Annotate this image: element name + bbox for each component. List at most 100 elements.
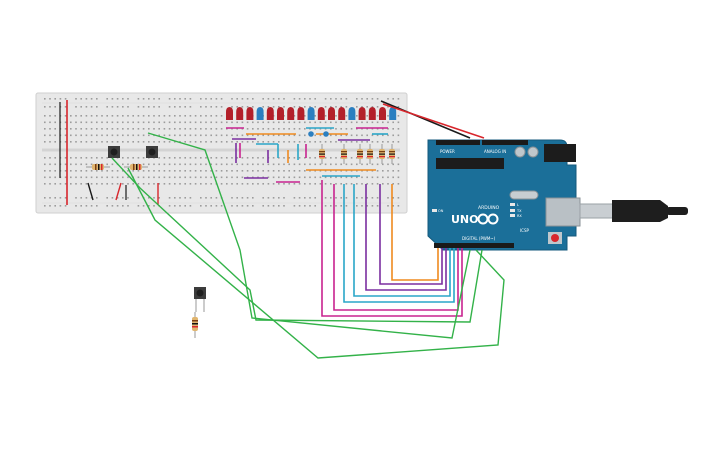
breadboard-hole (96, 115, 98, 117)
breadboard-hole (153, 128, 155, 130)
led-6[interactable] (277, 107, 284, 120)
led-13[interactable] (348, 107, 356, 120)
breadboard-hole (205, 197, 207, 199)
breadboard-hole (309, 98, 311, 100)
breadboard-hole (44, 141, 46, 143)
breadboard-hole (158, 176, 160, 179)
breadboard-hole (168, 134, 171, 137)
breadboard[interactable] (35, 92, 408, 214)
breadboard-hole (298, 141, 301, 143)
breadboard-hole (387, 163, 389, 166)
led-5[interactable] (266, 107, 274, 120)
breadboard-hole (293, 106, 296, 108)
breadboard-hole (382, 141, 384, 143)
loose-pushbutton[interactable] (194, 287, 206, 312)
breadboard-hole (397, 141, 400, 143)
breadboard-hole (371, 134, 374, 137)
led-10[interactable] (317, 107, 325, 120)
breadboard-hole (179, 205, 181, 207)
breadboard-hole (64, 176, 67, 179)
breadboard-hole (148, 197, 150, 199)
led-11[interactable] (328, 107, 335, 120)
breadboard-hole (70, 183, 72, 185)
breadboard-hole (231, 121, 233, 124)
breadboard-hole (205, 98, 207, 100)
breadboard-hole (283, 121, 285, 124)
breadboard-hole (137, 121, 140, 124)
on-label: ON (438, 209, 444, 213)
breadboard-hole (148, 170, 150, 172)
breadboard-hole (85, 205, 88, 207)
led-9[interactable] (307, 107, 315, 120)
led-16[interactable] (379, 107, 386, 120)
breadboard-hole (137, 134, 140, 137)
breadboard-hole (231, 134, 233, 137)
breadboard-hole (345, 205, 348, 207)
breadboard-hole (387, 106, 389, 108)
breadboard-hole (371, 163, 374, 166)
breadboard-hole (309, 163, 311, 166)
pushbutton-2[interactable] (146, 146, 158, 158)
breadboard-hole (366, 121, 368, 124)
breadboard-hole (44, 176, 46, 179)
breadboard-hole (304, 134, 306, 137)
breadboard-hole (85, 121, 88, 124)
breadboard-hole (174, 98, 176, 100)
breadboard-hole (205, 176, 207, 179)
resistor-button-2[interactable] (124, 164, 148, 170)
breadboard-hole (309, 205, 311, 207)
breadboard-hole (85, 128, 88, 130)
breadboard-hole (309, 176, 311, 179)
pushbutton-1[interactable] (108, 146, 120, 158)
breadboard-hole (168, 128, 171, 130)
breadboard-hole (272, 134, 275, 137)
loose-resistor[interactable] (192, 312, 198, 338)
breadboard-hole (137, 176, 140, 179)
breadboard-hole (278, 134, 280, 137)
led-8[interactable] (297, 107, 305, 120)
breadboard-hole (267, 176, 270, 179)
breadboard-hole (231, 176, 233, 179)
breadboard-hole (324, 106, 327, 108)
led-4[interactable] (256, 107, 264, 120)
breadboard-hole (80, 163, 82, 166)
led-12[interactable] (338, 107, 346, 120)
led-2[interactable] (236, 107, 244, 120)
breadboard-hole (220, 141, 223, 143)
led-17[interactable] (389, 107, 397, 120)
breadboard-hole (371, 141, 374, 143)
breadboard-hole (382, 183, 384, 185)
breadboard-hole (111, 106, 114, 108)
breadboard-hole (137, 128, 140, 130)
breadboard-hole (220, 157, 223, 159)
arduino-uno[interactable]: UNO ARDUINO POWER ANALOG IN DIGITAL (PWM… (427, 139, 581, 251)
breadboard-hole (298, 176, 301, 179)
led-15[interactable] (368, 107, 376, 120)
breadboard-hole (137, 115, 140, 117)
breadboard-hole (392, 205, 394, 207)
led-7[interactable] (287, 107, 295, 120)
led-1[interactable] (226, 107, 233, 120)
breadboard-hole (64, 183, 67, 185)
usb-cable[interactable] (579, 200, 688, 222)
breadboard-hole (116, 197, 119, 199)
breadboard-hole (96, 121, 98, 124)
breadboard-hole (153, 141, 155, 143)
breadboard-hole (397, 157, 400, 159)
breadboard-hole (174, 163, 176, 166)
breadboard-hole (163, 157, 166, 159)
resistor-button-1[interactable] (86, 164, 110, 170)
analog-label: ANALOG IN (484, 149, 506, 154)
breadboard-hole (127, 157, 129, 159)
breadboard-hole (85, 115, 88, 117)
breadboard-hole (90, 121, 93, 124)
breadboard-hole (350, 157, 353, 159)
breadboard-hole (345, 183, 348, 185)
breadboard-hole (75, 141, 77, 143)
led-14[interactable] (358, 107, 366, 120)
breadboard-hole (382, 163, 384, 166)
breadboard-hole (85, 163, 88, 166)
breadboard-hole (319, 134, 322, 137)
breadboard-hole (215, 197, 218, 199)
led-3[interactable] (246, 107, 254, 120)
